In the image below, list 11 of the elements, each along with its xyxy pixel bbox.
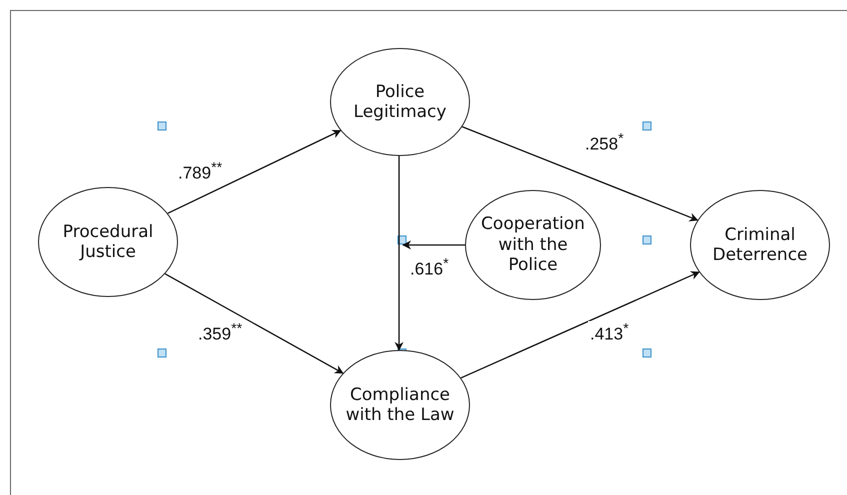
variable-name: Police Legitimacy [352, 82, 448, 122]
arrow [394, 156, 404, 351]
variable-name: Compliance with the Law [344, 384, 456, 426]
variable-name: Procedural Justice [62, 222, 154, 262]
arrow [164, 273, 344, 374]
arrow [167, 130, 342, 214]
arrow [402, 240, 465, 250]
variable-name: Cooperation with the Police [480, 214, 586, 276]
variable-name: Criminal Deterrence [711, 224, 809, 266]
arrow [462, 126, 698, 222]
arrow [460, 271, 700, 379]
